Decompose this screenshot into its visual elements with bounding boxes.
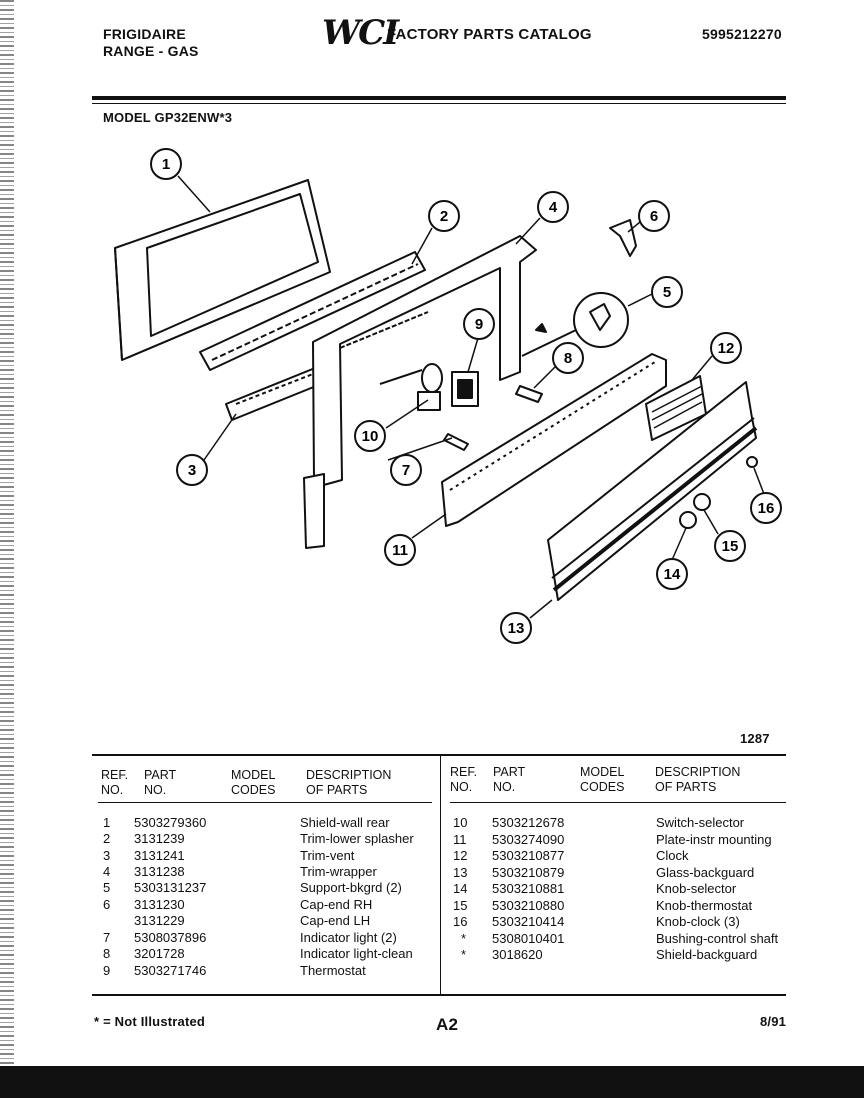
svg-text:12: 12 [718,340,735,357]
part-plate-instr-mounting [441,353,667,527]
svg-text:13: 13 [508,620,525,637]
svg-text:3: 3 [188,462,196,479]
svg-text:5: 5 [663,284,671,301]
svg-text:16: 16 [758,500,775,517]
callout-2: 2 [428,200,460,232]
part-knob-selector [679,511,697,529]
part-support-bkgrd-detail [521,292,629,357]
page-number: A2 [436,1015,459,1034]
callout-14: 14 [656,558,688,590]
table-top-rule [92,754,786,756]
scan-edge-bottom [0,1066,864,1098]
part-knob-thermostat [693,493,711,511]
table-bottom-rule [92,994,786,996]
callout-15: 15 [714,530,746,562]
svg-text:6: 6 [650,208,658,225]
callout-3: 3 [176,454,208,486]
part-knob-clock [746,456,758,468]
model-label: MODEL GP32ENW*3 [103,110,233,125]
exploded-parts-diagram: 1 2 3 4 5 6 7 8 9 10 11 12 13 14 15 16 [114,148,782,644]
diagram-code: 1287 [740,731,770,746]
callout-9: 9 [463,308,495,340]
callout-12: 12 [710,332,742,364]
catalog-title: FACTORY PARTS CATALOG [387,26,592,43]
callout-10: 10 [354,420,386,452]
revision-date: 8/91 [760,1014,787,1029]
svg-text:4: 4 [549,199,558,216]
part-indicator-light [443,433,469,451]
table-header-underline-left [98,802,432,803]
part-switch-selector [379,363,443,411]
scan-edge-left [0,0,14,1098]
footnote-not-illustrated: * = Not Illustrated [94,1014,206,1029]
header-rule-thin [92,103,786,104]
callout-13: 13 [500,612,532,644]
part-trim-lower-splasher [199,251,426,371]
callout-5: 5 [651,276,683,308]
catalog-number: 5995212270 [702,26,782,42]
svg-text:11: 11 [392,542,408,559]
part-indicator-light-clean [515,385,543,403]
part-trim-wrapper [303,235,537,549]
table-column-divider [440,754,441,994]
callout-11: 11 [384,534,416,566]
part-cap-end [609,219,637,257]
part-clock [645,375,707,441]
callout-6: 6 [638,200,670,232]
part-trim-vent [225,365,327,421]
callouts: 1 2 3 4 5 6 7 8 9 10 11 12 13 14 15 16 [150,148,782,644]
wci-logo: WCI [322,13,399,53]
header-rule-thick [92,96,786,100]
product-type: RANGE - GAS [103,43,199,59]
callout-4: 4 [537,191,569,223]
svg-text:8: 8 [564,350,572,367]
callout-7: 7 [390,454,422,486]
svg-text:15: 15 [722,538,739,555]
callout-1: 1 [150,148,182,180]
svg-text:10: 10 [362,428,379,445]
header-ref-left: REF.NO. [101,768,129,797]
part-shield-wall-rear [114,179,331,361]
callout-16: 16 [750,492,782,524]
callout-8: 8 [552,342,584,374]
part-thermostat [451,371,479,407]
svg-text:1: 1 [162,156,170,173]
part-glass-backguard [547,381,758,601]
table-header-underline-right [450,802,786,803]
svg-text:2: 2 [440,208,448,225]
svg-text:14: 14 [664,566,681,583]
svg-text:9: 9 [475,316,483,333]
svg-text:7: 7 [402,462,410,479]
header-ref-right: REF.NO. [450,765,478,794]
brand-name: FRIGIDAIRE [103,26,186,42]
